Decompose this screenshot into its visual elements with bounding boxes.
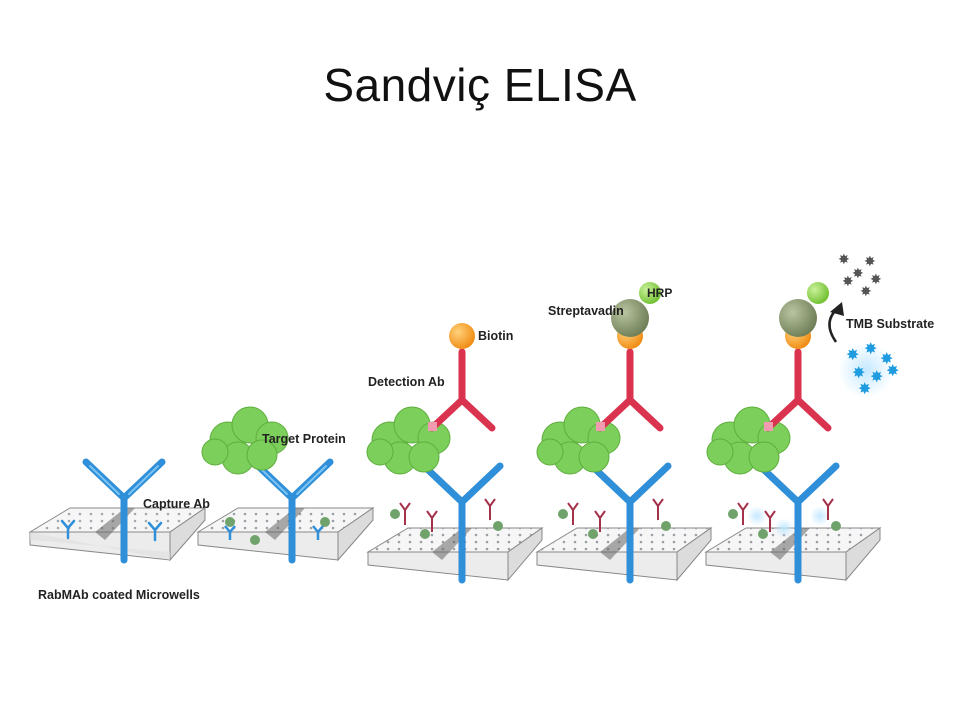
streptavidin-4: [611, 299, 649, 337]
detection-antibody-3: [428, 348, 496, 432]
hrp-4: [639, 282, 661, 304]
small-antibodies-plate-1: [60, 519, 163, 542]
slide-title: Sandviç ELISA: [323, 59, 637, 111]
svg-text:✸: ✸: [860, 284, 872, 300]
capture-ab-label: Capture Ab: [143, 497, 210, 511]
panel-1-capture: Capture Ab RabMAb coated Microwells: [28, 458, 210, 602]
tmb-product-stars: ✸✸✸ ✸✸✸ ✸: [838, 339, 899, 398]
detection-ab-label: Detection Ab: [368, 375, 445, 389]
capture-antibody-3: [420, 462, 504, 584]
hinge-marker-5: [764, 422, 773, 431]
panel-5-tmb: ✸✸✸ ✸✸✸ ✸✸✸ ✸✸✸ ✸ TMB Substrate: [704, 252, 934, 584]
svg-text:✸: ✸: [864, 339, 877, 358]
microwell-plate-3: [366, 527, 544, 582]
capture-antibody-4: [588, 462, 672, 584]
microwell-plate-4: [535, 527, 713, 582]
svg-text:✸: ✸: [886, 361, 899, 380]
svg-text:✸: ✸: [852, 363, 865, 382]
small-detection-plate-3: [399, 498, 496, 532]
svg-text:✸: ✸: [852, 266, 864, 282]
svg-text:✸: ✸: [870, 367, 883, 386]
panel-4-streptavidin: Streptavadin HRP: [535, 282, 713, 584]
capture-antibody-1: [82, 458, 166, 564]
tmb-precursor-stars: ✸✸✸ ✸✸✸: [838, 252, 882, 300]
tmb-substrate-label: TMB Substrate: [846, 317, 934, 331]
svg-text:✸: ✸: [858, 379, 871, 398]
small-proteins-plate-4: [558, 509, 671, 539]
svg-text:✸: ✸: [880, 349, 893, 368]
target-protein-3: [366, 406, 451, 475]
target-protein-5: [706, 406, 791, 475]
hrp-label: HRP: [647, 286, 672, 300]
detection-antibody-5: [764, 348, 832, 432]
microwell-plate-2: [196, 507, 375, 562]
detection-antibody-4: [596, 348, 664, 432]
panel-2-target: Target Protein: [196, 406, 375, 564]
biotin-3: [449, 323, 475, 349]
target-protein-2: [201, 406, 289, 475]
microwell-plate-1: [28, 507, 207, 562]
target-protein-label: Target Protein: [262, 432, 346, 446]
small-detection-plate-4: [567, 498, 664, 532]
svg-text:✸: ✸: [842, 274, 854, 290]
tmb-glow-plate: [747, 506, 830, 538]
svg-text:✸: ✸: [838, 252, 850, 268]
svg-text:✸: ✸: [864, 254, 876, 270]
small-detection-plate-5: [737, 498, 834, 532]
small-proteins-plate-3: [390, 509, 503, 539]
hrp-5: [807, 282, 829, 304]
biotin-label: Biotin: [478, 329, 513, 343]
streptavadin-label: Streptavadin: [548, 304, 624, 318]
small-proteins-plate-5: [728, 509, 841, 539]
streptavidin-5: [779, 299, 817, 337]
hinge-marker-4: [596, 422, 605, 431]
small-proteins-plate-2: [224, 517, 330, 545]
conversion-arrow-head: [830, 302, 844, 316]
hinge-marker-3: [428, 422, 437, 431]
svg-text:✸: ✸: [846, 345, 859, 364]
svg-text:✸: ✸: [870, 272, 882, 288]
microwell-plate-5: [704, 527, 882, 582]
panel-3-detection: Detection Ab Biotin: [366, 323, 544, 584]
rabmab-wells-label: RabMAb coated Microwells: [38, 588, 200, 602]
